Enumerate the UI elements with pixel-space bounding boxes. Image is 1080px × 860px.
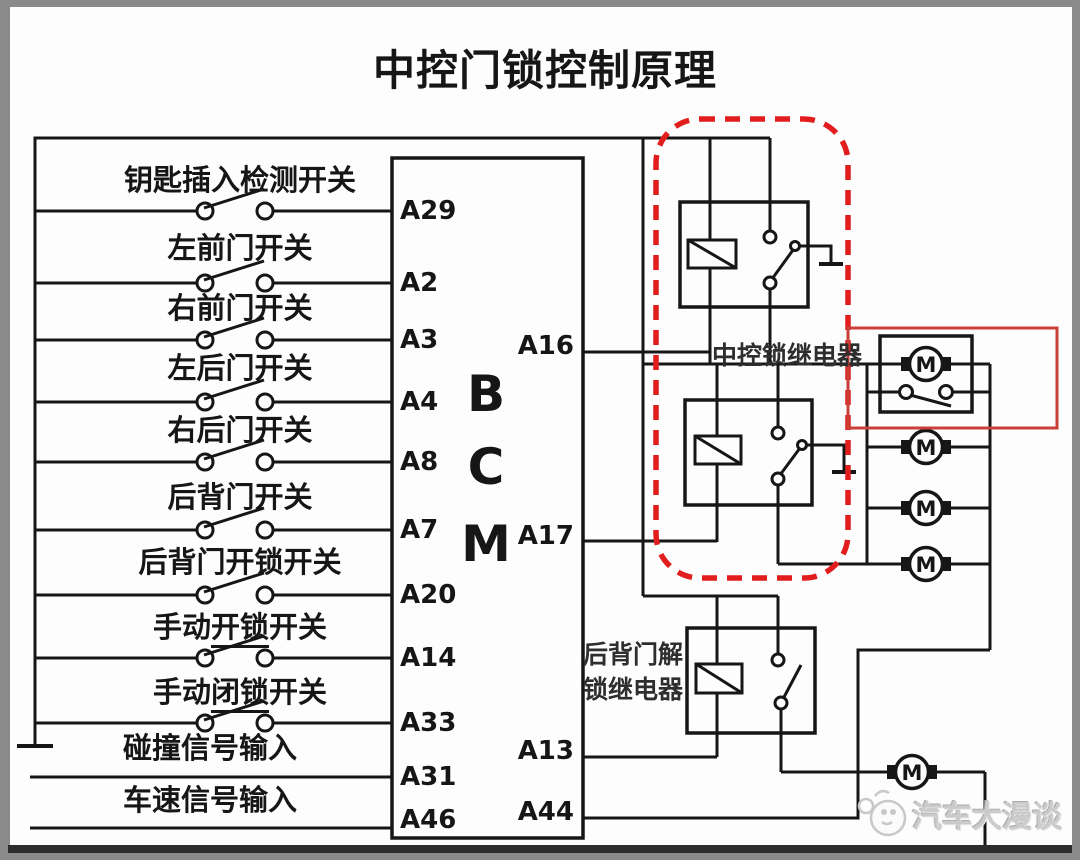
motor-5-letter: M [902,761,923,785]
door-switch-symbols [33,187,394,733]
bcm-pin-a29: A29 [400,196,457,226]
motor-3-letter: M [916,497,937,521]
motor-1-letter: M [916,353,937,377]
switch-label-front-right-door: 右前门开关 [167,291,313,325]
tailgate-unlock-relay-label-line2: 锁继电器 [583,675,684,704]
page-title: 中控门锁控制原理 [372,46,717,95]
bcm-pin-a31: A31 [400,762,457,792]
bcm-pin-a4: A4 [400,387,439,417]
bcm-pin-a8: A8 [400,447,439,477]
signal-input-wires [30,775,392,830]
motor-2-letter: M [916,436,937,460]
bcm-pin-a14: A14 [400,643,457,673]
signal-label-vehicle-speed: 车速信号输入 [122,783,297,817]
switch-label-front-left-door: 左前门开关 [167,231,313,265]
bcm-pin-a17: A17 [517,521,574,551]
switch-label-tailgate-unlock: 后背门开锁开关 [138,545,342,579]
bcm-letter-m: M [461,515,511,573]
bcm-letter-b: B [466,365,506,423]
bcm-pin-a13: A13 [517,736,574,766]
power-bus [33,136,770,745]
bottom-frame-bar [8,845,1072,853]
right-section-wires [583,138,992,845]
bcm-pin-a46: A46 [400,805,457,835]
relay-central-lock-1 [678,200,843,309]
bcm-box [390,156,585,840]
signal-label-crash: 碰撞信号输入 [122,731,297,765]
switch-label-key-detect: 钥匙插入检测开关 [123,163,356,197]
bcm-pin-a3: A3 [400,325,439,355]
tailgate-lock-motor-box [878,334,974,414]
switch-label-manual-lock: 手动闭锁开关 [110,675,370,713]
switch-label-rear-left-door: 左后门开关 [167,351,313,385]
watermark-logo-icon [857,789,907,837]
central-lock-relay-label: 中控锁继电器 [711,341,862,370]
tailgate-unlock-relay-label-line1: 后背门解 [583,640,684,669]
watermark-text: 汽车大漫谈 [912,800,1062,835]
relay-tailgate-unlock [685,626,817,735]
switch-label-rear-right-door: 右后门开关 [167,413,313,447]
bcm-pin-a44: A44 [517,797,574,827]
bcm-letter-c: C [467,438,505,496]
motor-4-letter: M [916,553,937,577]
bcm-pin-a7: A7 [400,515,439,545]
switch-label-manual-unlock: 手动开锁开关 [110,610,370,648]
relay-central-lock-2 [683,398,856,507]
bcm-pin-a2: A2 [400,268,439,298]
bcm-pin-a20: A20 [400,580,457,610]
bcm-pin-a16: A16 [517,331,574,361]
red-solid-annotation-box [846,326,1059,430]
switch-label-tailgate: 后背门开关 [167,480,313,514]
bcm-pin-a33: A33 [400,708,457,738]
